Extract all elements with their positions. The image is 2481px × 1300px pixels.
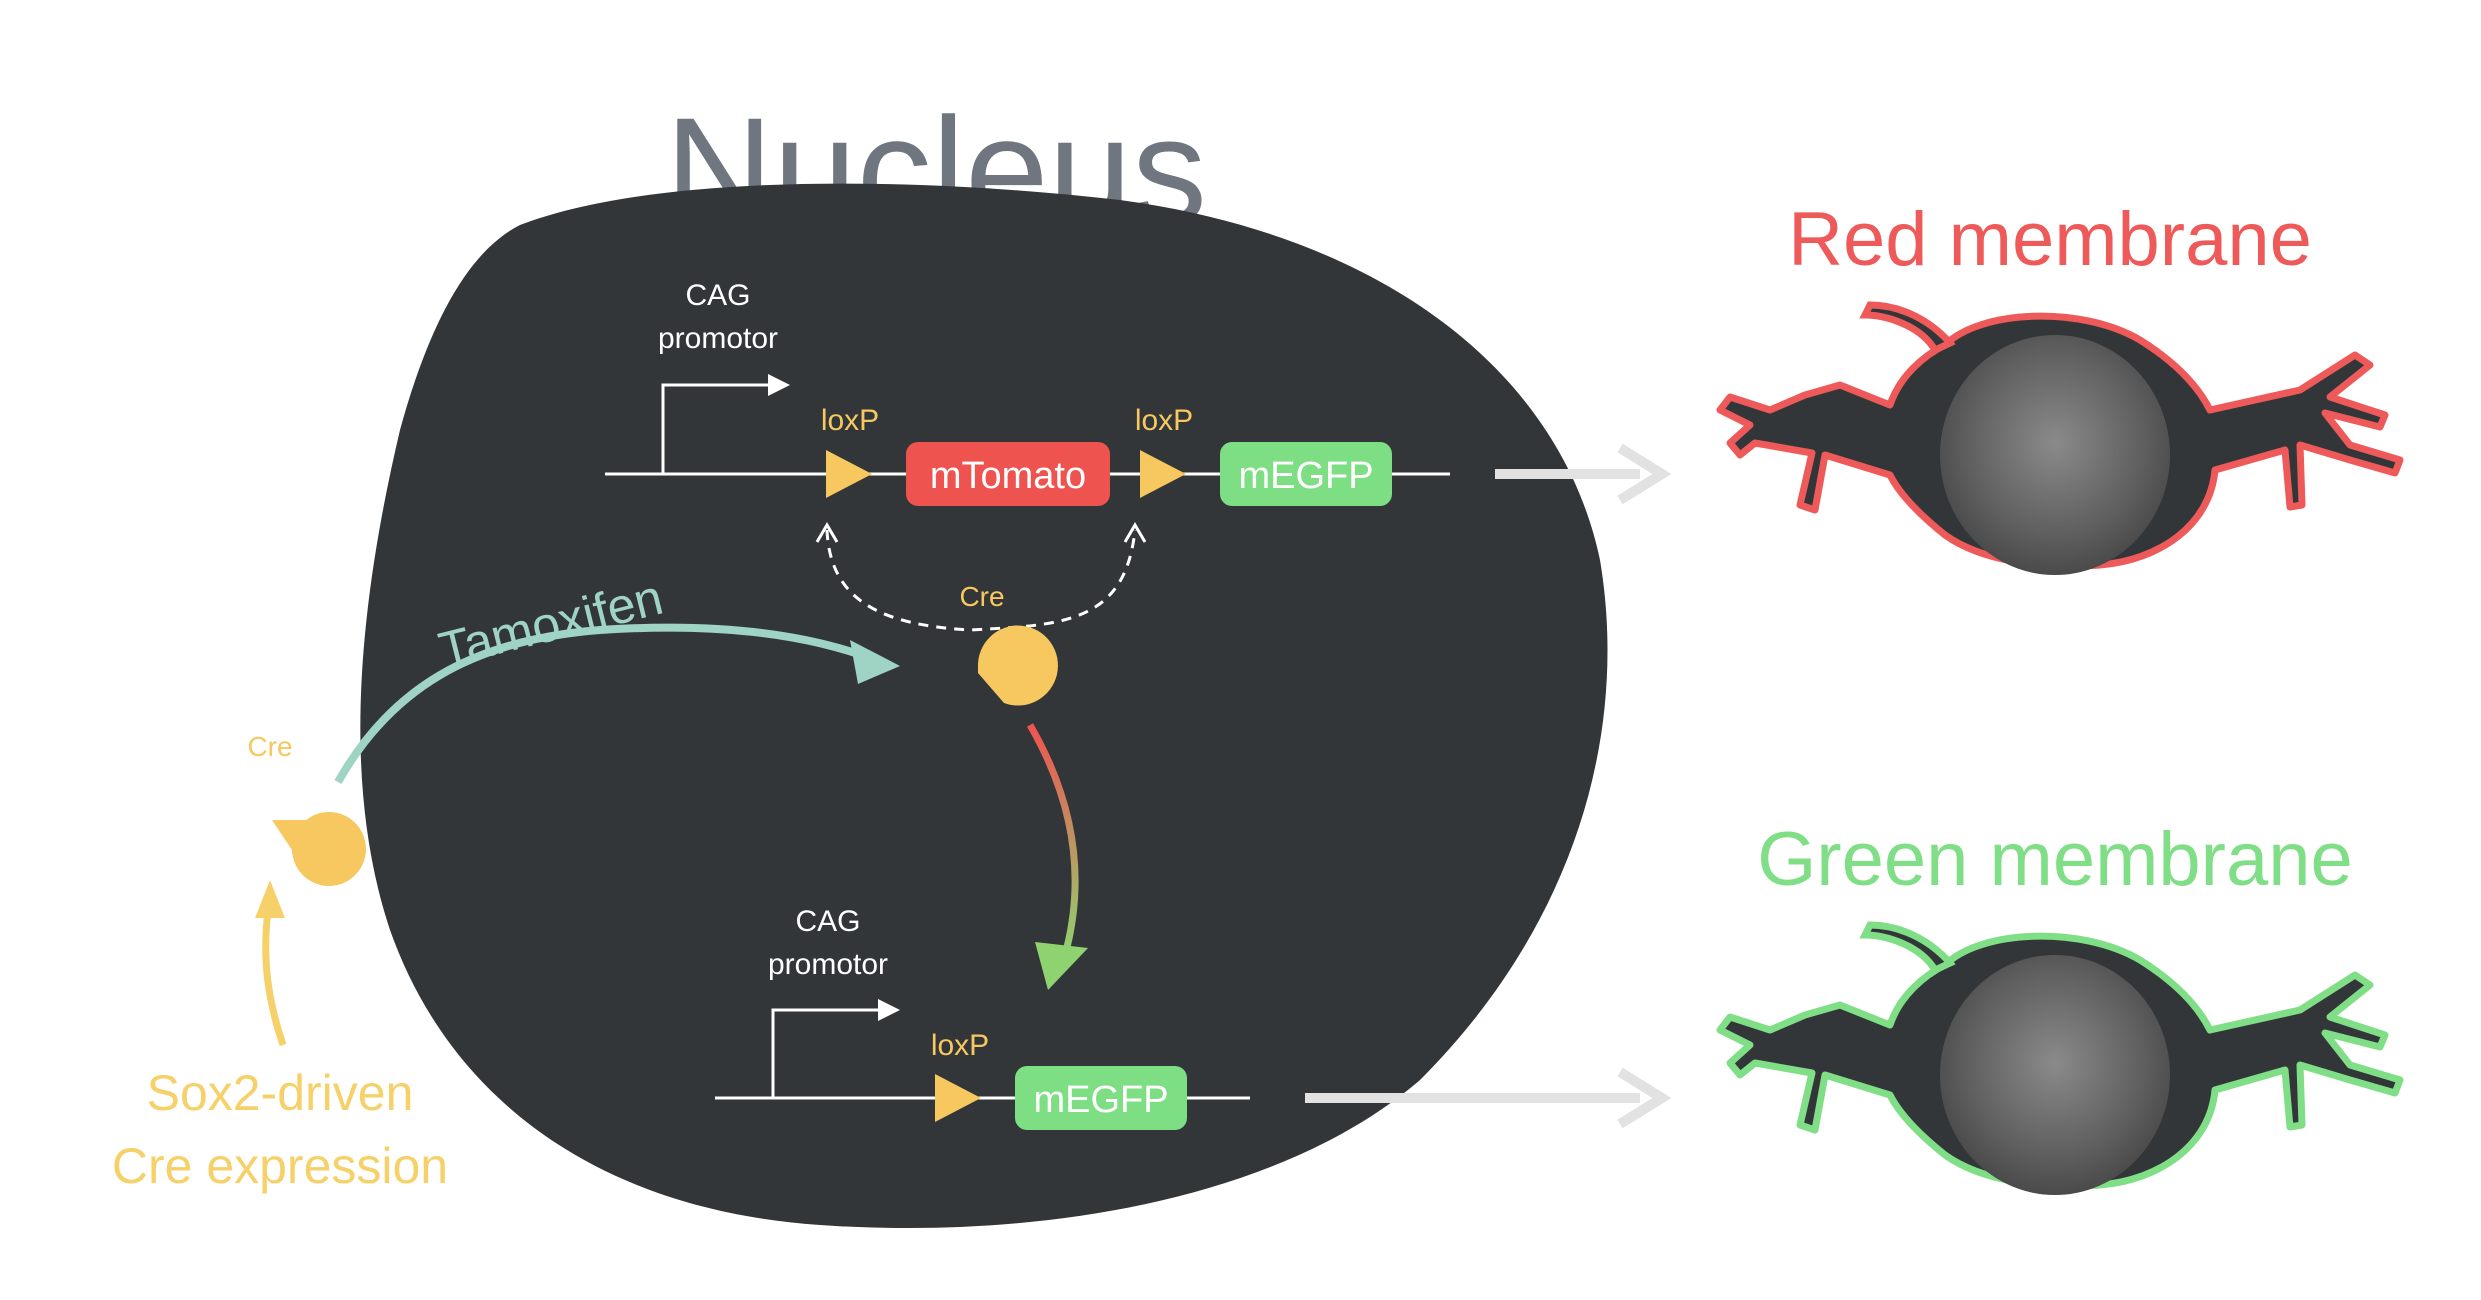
top-construct: CAG promotor loxP mTomato loxP mEGFP — [605, 279, 1450, 506]
red-membrane-label: Red membrane — [1788, 197, 2312, 282]
mtomato-box — [906, 442, 1110, 506]
top-loxp-2-triangle — [1140, 450, 1186, 498]
mtomato-label: mTomato — [930, 455, 1086, 497]
top-megfp-box — [1220, 442, 1392, 506]
green-membrane-cell — [1716, 921, 2404, 1195]
green-membrane-label: Green membrane — [1757, 817, 2353, 902]
bottom-promoter-label-2: promotor — [768, 948, 888, 981]
top-promoter-label-2: promotor — [658, 322, 778, 355]
bottom-promoter-label-1: CAG — [795, 905, 860, 938]
bottom-loxp-label: loxP — [931, 1029, 989, 1062]
recombination-arrow — [1026, 723, 1079, 956]
top-loxp-1-triangle — [826, 450, 872, 498]
sox2-label-2: Cre expression — [112, 1138, 448, 1194]
cre-enzyme-outside — [272, 811, 366, 886]
output-arrow-top — [1495, 443, 1672, 505]
output-arrow-bottom — [1305, 1067, 1672, 1129]
bottom-promoter-arrow — [771, 1008, 880, 1098]
bottom-megfp-box — [1015, 1066, 1187, 1130]
tamoxifen-arrow — [334, 623, 877, 784]
top-promoter-label-1: CAG — [685, 279, 750, 312]
sox2-label-1: Sox2-driven — [147, 1065, 414, 1121]
sox2-arrow — [262, 909, 287, 1047]
red-membrane-cell — [1716, 301, 2404, 575]
bottom-megfp-label: mEGFP — [1033, 1079, 1168, 1121]
bottom-loxp-triangle — [935, 1074, 981, 1122]
top-loxp-2-label: loxP — [1135, 404, 1193, 437]
nucleus-shape — [360, 183, 1608, 1229]
cre-dashed-arc — [825, 529, 1137, 632]
top-promoter-arrow — [661, 383, 770, 474]
top-loxp-1-label: loxP — [821, 404, 879, 437]
bottom-construct: CAG promotor loxP mEGFP — [715, 905, 1250, 1130]
cre-enzyme-inside — [977, 625, 1058, 706]
cre-outside-label: Cre — [247, 731, 292, 762]
cre-inside-label: Cre — [959, 581, 1004, 612]
top-megfp-label: mEGFP — [1238, 455, 1373, 497]
